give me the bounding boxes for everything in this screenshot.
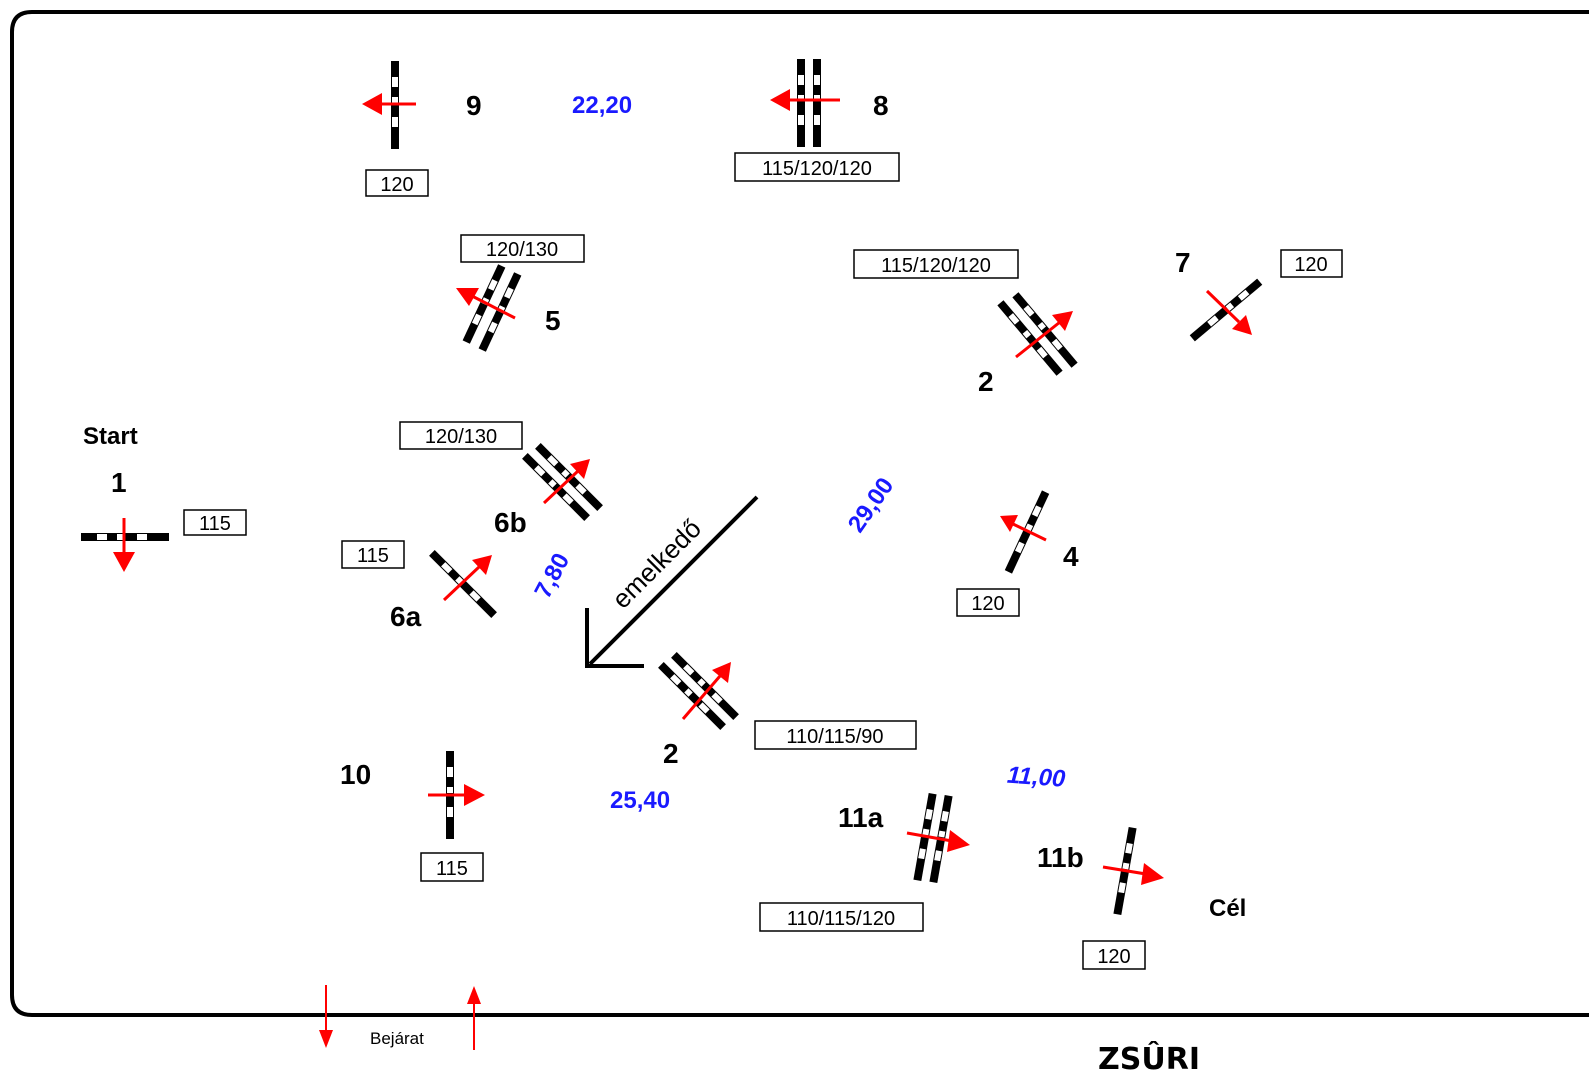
height-box: 120 [1097, 946, 1130, 968]
direction-arrow [1205, 289, 1252, 335]
obstacle-1: Start 1 115 [81, 423, 247, 572]
obstacle-3: 2 115/120/120 [853, 249, 1078, 397]
distance-label: 25,40 [610, 787, 670, 814]
obstacle-number: 4 [1063, 541, 1079, 572]
start-label: Start [83, 423, 138, 450]
fence-pole [658, 662, 726, 730]
obstacle-number: 5 [545, 305, 561, 336]
direction-arrow [362, 93, 416, 115]
height-box: 115 [436, 858, 468, 880]
fence-pole [1012, 292, 1078, 368]
height-box: 120/130 [486, 239, 558, 261]
height-box: 120 [1294, 254, 1327, 276]
fence-pole [522, 453, 590, 521]
arrow-down-icon [319, 985, 333, 1048]
arrow-up-icon [467, 986, 481, 1050]
obstacle-8: 8 115/120/120 [734, 59, 900, 182]
direction-arrow [906, 830, 970, 852]
distance-label: 22,20 [572, 92, 632, 119]
obstacle-11a: 11a 110/115/120 [759, 792, 970, 932]
obstacle-number: 7 [1175, 247, 1191, 278]
height-box: 120 [380, 174, 413, 196]
obstacle-number: 9 [466, 90, 482, 121]
distance-label: 7,80 [529, 549, 575, 603]
direction-arrow [1000, 515, 1047, 542]
entrance: Bejárat [319, 985, 481, 1050]
obstacle-6a: 6a 115 [341, 540, 497, 632]
entrance-label: Bejárat [370, 1029, 424, 1048]
direction-arrow [542, 459, 590, 505]
height-box: 120/130 [425, 426, 497, 448]
distance-label: 11,00 [1006, 762, 1067, 793]
obstacle-11b: 11b 120 [1037, 826, 1164, 970]
height-box: 110/115/120 [787, 908, 895, 930]
obstacle-9: 9 120 [362, 61, 482, 197]
obstacle-number: 11b [1037, 842, 1084, 873]
obstacle-10: 10 115 [340, 751, 485, 882]
height-box: 115/120/120 [881, 255, 991, 277]
obstacle-number: 1 [111, 467, 127, 498]
slope-indicator: emelkedő [585, 495, 759, 668]
direction-arrow [442, 555, 492, 602]
direction-arrow [456, 288, 516, 320]
obstacle-5: 5 120/130 [456, 234, 585, 352]
fence-pole [535, 443, 603, 511]
distance-label: 29,00 [843, 473, 900, 538]
obstacle-number: 11a [838, 802, 884, 833]
height-box: 110/115/90 [786, 726, 883, 748]
fence-pole [797, 59, 805, 147]
obstacle-number: 6b [494, 507, 527, 538]
direction-arrow [770, 89, 840, 111]
jury-label: ZSÛRI [1098, 1040, 1200, 1077]
obstacle-2: 2 110/115/90 [658, 652, 917, 769]
fence-pole [813, 59, 821, 147]
finish-label: Cél [1209, 895, 1246, 922]
obstacle-number: 8 [873, 90, 889, 121]
direction-arrow [1015, 311, 1073, 359]
obstacle-number: 10 [340, 759, 371, 790]
obstacle-7: 7 120 [1175, 247, 1343, 342]
height-box: 115 [357, 545, 389, 567]
arena-outline [10, 10, 1589, 1017]
obstacle-number: 2 [663, 738, 679, 769]
height-box: 120 [971, 593, 1004, 615]
direction-arrow [428, 784, 485, 806]
direction-arrow [681, 662, 731, 720]
obstacle-number: 2 [978, 366, 994, 397]
height-box: 115 [199, 513, 231, 535]
direction-arrow [113, 518, 135, 572]
fence-pole [997, 300, 1063, 376]
fence-pole [671, 652, 739, 720]
height-box: 115/120/120 [762, 158, 872, 180]
direction-arrow [1102, 863, 1164, 885]
obstacle-6b: 6b 120/130 [399, 421, 603, 538]
obstacle-number: 6a [390, 601, 422, 632]
obstacle-4: 4 120 [956, 490, 1079, 617]
